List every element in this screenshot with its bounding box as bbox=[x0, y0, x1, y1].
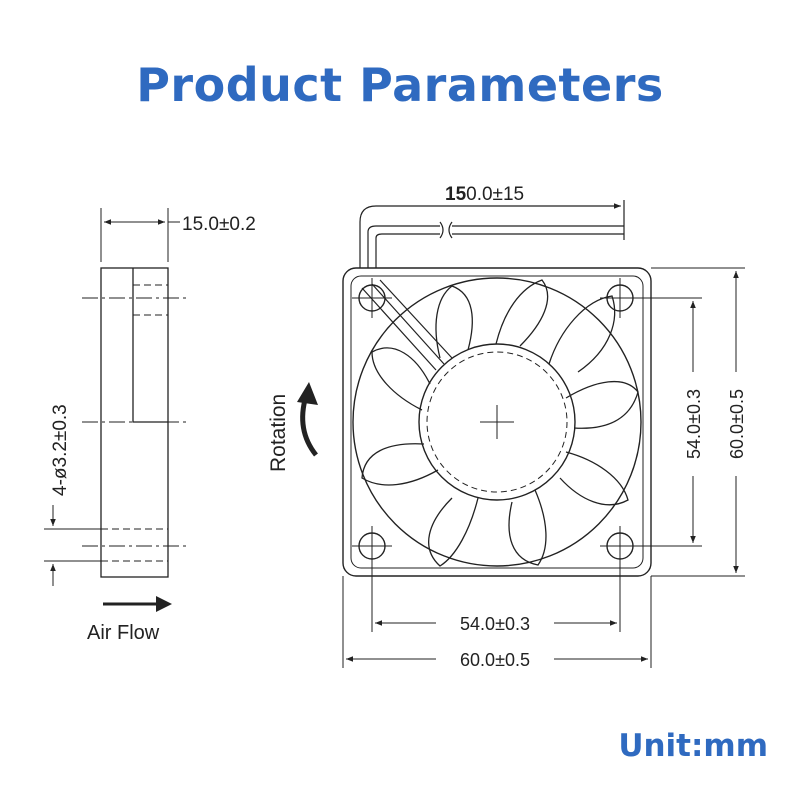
thickness-label: 15.0±0.2 bbox=[182, 214, 256, 235]
front-dimension-lines bbox=[342, 203, 745, 668]
front-view bbox=[342, 200, 745, 668]
height-label: 60.0±0.5 bbox=[727, 389, 747, 459]
cable bbox=[359, 200, 625, 371]
cable-length-label: 150.0±15 bbox=[445, 184, 524, 205]
rotation-arrow-head bbox=[297, 382, 318, 405]
hole-diameter-label: 4-ø3.2±0.3 bbox=[50, 404, 71, 496]
side-center-lines bbox=[82, 297, 186, 547]
mounting-hole-crosses bbox=[352, 278, 640, 566]
side-hidden-hole-top bbox=[133, 284, 168, 316]
side-view-step bbox=[132, 268, 168, 423]
center-cross bbox=[480, 405, 514, 439]
unit-label: Unit:mm bbox=[618, 728, 768, 764]
side-view bbox=[44, 208, 186, 606]
fan-hub-inner-dashed bbox=[426, 351, 568, 493]
fan-hub-outer bbox=[418, 343, 576, 501]
rotation-arrow bbox=[300, 395, 318, 457]
fan-venturi-circle bbox=[352, 277, 642, 567]
hole-spacing-horizontal-label: 54.0±0.3 bbox=[460, 614, 530, 634]
hole-spacing-vertical-label: 54.0±0.3 bbox=[684, 389, 704, 459]
rotation-label: Rotation bbox=[267, 394, 290, 472]
air-flow-arrow-head bbox=[156, 596, 172, 612]
side-hidden-hole-bottom bbox=[101, 528, 168, 562]
width-label: 60.0±0.5 bbox=[460, 650, 530, 670]
fan-frame-inner bbox=[350, 275, 644, 569]
page-title: Product Parameters bbox=[136, 58, 664, 112]
air-flow-label: Air Flow bbox=[87, 622, 160, 644]
fan-blades bbox=[361, 279, 639, 567]
fan-frame-outer bbox=[342, 267, 652, 577]
